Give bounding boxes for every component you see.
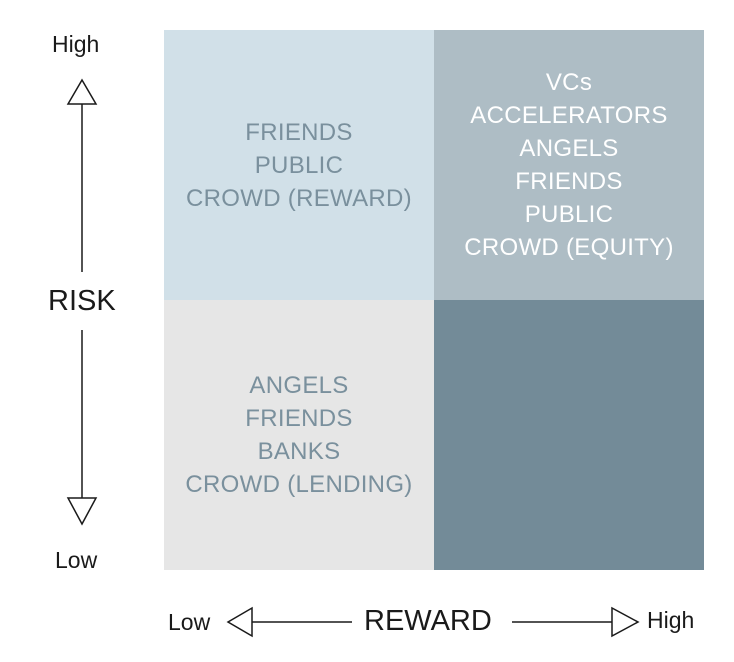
quadrant-item: PUBLIC: [524, 201, 614, 228]
quadrant-low-reward-high-risk: FRIENDS PUBLIC CROWD (REWARD): [164, 30, 434, 300]
quadrant-high-reward-low-risk: [434, 300, 704, 570]
risk-high-label: High: [52, 31, 100, 57]
reward-low-label: Low: [168, 609, 211, 635]
quadrant-item: CROWD (REWARD): [186, 184, 412, 212]
quadrant-item: FRIENDS: [245, 405, 353, 432]
reward-right-arrow-icon: [611, 606, 640, 638]
quadrant-high-reward-high-risk: VCs ACCELERATORS ANGELS FRIENDS PUBLIC C…: [434, 30, 704, 300]
risk-axis-title: RISK: [48, 285, 116, 317]
quadrant-item: CROWD (EQUITY): [464, 234, 674, 261]
quadrant-item: BANKS: [257, 438, 341, 465]
quadrant-item: ANGELS: [249, 372, 349, 399]
quadrant-item: FRIENDS: [515, 168, 623, 195]
quadrant-low-reward-low-risk: ANGELS FRIENDS BANKS CROWD (LENDING): [164, 300, 434, 570]
risk-low-label: Low: [55, 547, 98, 573]
reward-left-arrow-icon: [226, 606, 253, 638]
quadrant-item: ANGELS: [519, 135, 619, 162]
risk-up-arrow-icon: [66, 78, 98, 105]
quadrant-item: ACCELERATORS: [470, 102, 668, 129]
quadrant-item: FRIENDS: [245, 118, 353, 146]
quadrant-item: PUBLIC: [254, 151, 344, 179]
risk-down-arrow-icon: [66, 497, 98, 526]
quadrant-item: CROWD (LENDING): [185, 471, 413, 498]
quadrant-item: VCs: [545, 69, 593, 96]
reward-high-label: High: [647, 607, 695, 633]
reward-axis-title: REWARD: [364, 605, 492, 637]
